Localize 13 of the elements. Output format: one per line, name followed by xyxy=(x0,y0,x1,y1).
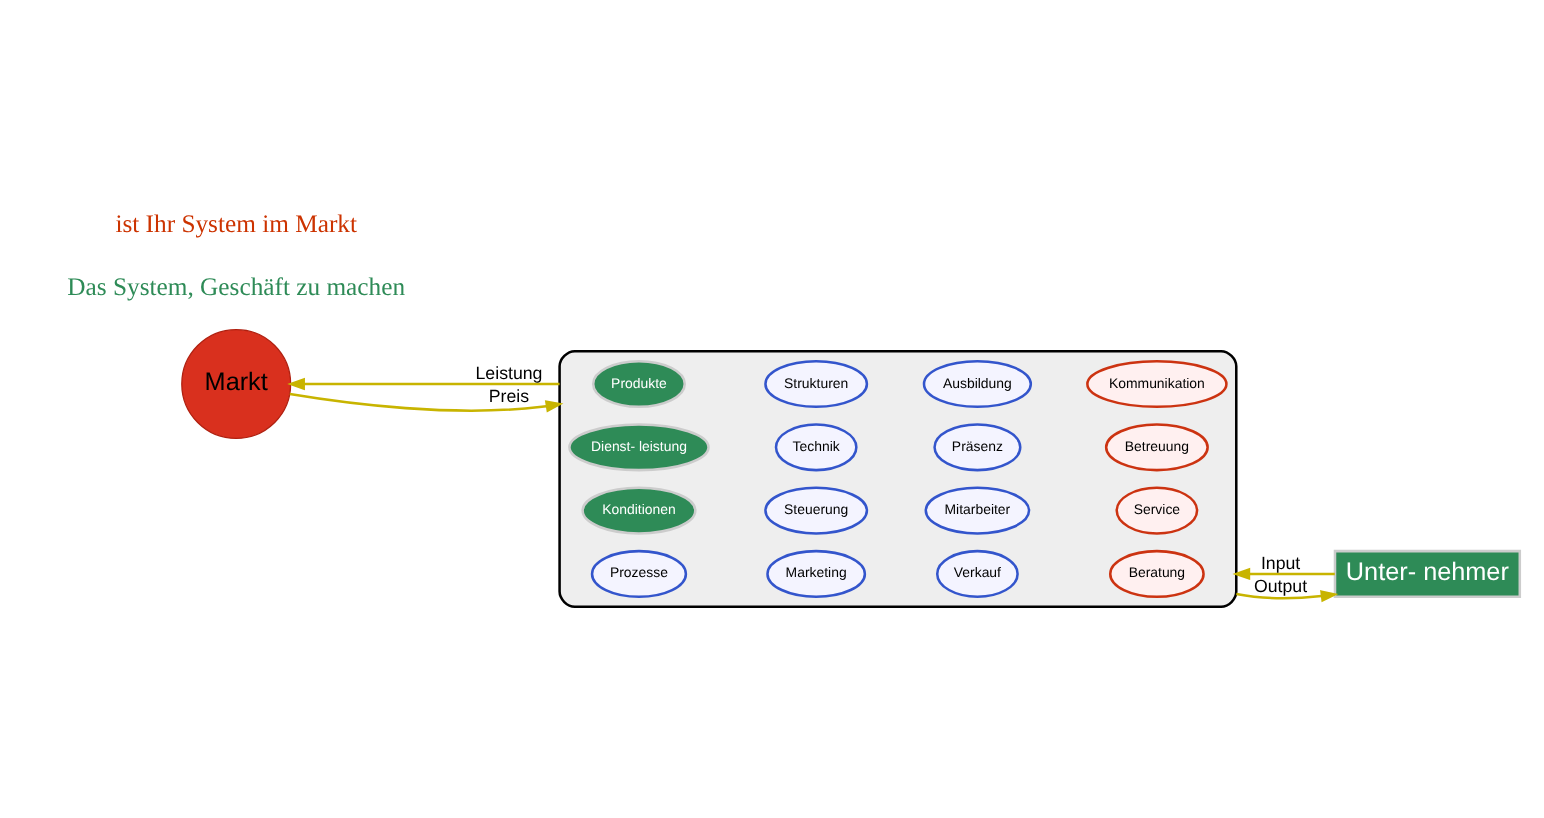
edge-label: Input xyxy=(1260,552,1301,573)
arrow xyxy=(1236,589,1339,602)
arrow xyxy=(287,376,560,390)
cluster xyxy=(558,348,1238,608)
label: Das System, Geschäft zu machen xyxy=(67,272,406,301)
node-box: Unter- nehmer xyxy=(1333,548,1522,597)
arrow xyxy=(289,391,564,412)
edge-label: Leistung xyxy=(475,362,543,383)
edge-label: Preis xyxy=(488,385,530,406)
node-circle: Markt xyxy=(181,328,292,439)
arrow xyxy=(1232,566,1335,580)
edge-label: Output xyxy=(1254,574,1308,595)
label: ist Ihr System im Markt xyxy=(115,209,358,238)
